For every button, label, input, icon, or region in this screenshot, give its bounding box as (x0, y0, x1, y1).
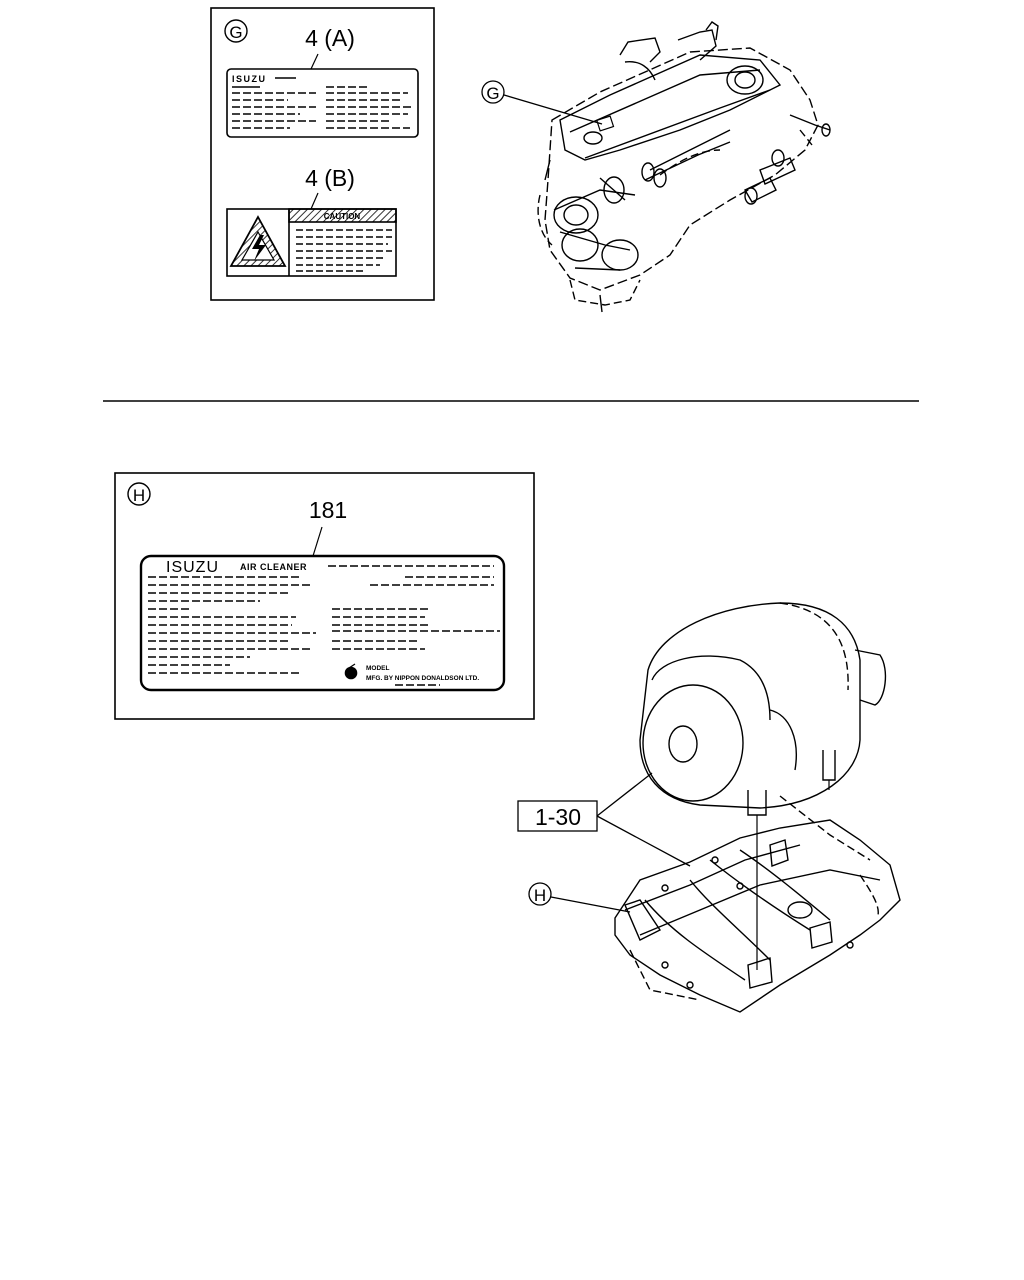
leader-4a (310, 53, 319, 70)
lightning-bolt-icon (252, 235, 266, 261)
label-detail-g (210, 7, 435, 301)
label-181-product: AIR CLEANER (240, 562, 307, 572)
part-label-4b: 4 (B) (305, 165, 355, 191)
engine-illustration (537, 21, 831, 313)
ref-label-1-30: 1-30 (535, 804, 581, 830)
label-detail-h (114, 472, 535, 720)
engine-callout-letter-g: G (486, 84, 499, 103)
ref-box-1-30 (517, 772, 691, 867)
leader-181 (312, 526, 323, 557)
engine-label-location-g (596, 115, 615, 132)
label-181-model-line: MODEL (366, 665, 390, 672)
label-181-plate (139, 554, 506, 692)
label-4a-body-lines (232, 77, 414, 129)
air-cleaner-illustration (614, 602, 901, 1013)
callout-letter-h: H (133, 486, 145, 505)
label-4a-brand: ISUZU (232, 74, 267, 84)
donaldson-logo-icon (344, 666, 358, 680)
label-181-mfg-line: MFG. BY NIPPON DONALDSON LTD. (366, 675, 479, 682)
callout-circle-h (127, 482, 151, 506)
floor-callout-h (528, 882, 631, 913)
engine-callout-g (481, 80, 603, 125)
label-4b-caution-heading: CAUTION (324, 212, 361, 221)
label-4a-plate (226, 68, 419, 138)
label-4b-body-lines (296, 229, 392, 272)
callout-circle-g (224, 19, 248, 43)
caution-hatch-band (288, 208, 397, 223)
label-181-brand: ISUZU (166, 559, 219, 576)
label-181-body-lines (148, 565, 500, 686)
detail-frame-h (114, 472, 535, 720)
floor-callout-letter-h: H (534, 886, 546, 905)
part-label-4a: 4 (A) (305, 25, 355, 51)
part-label-181: 181 (309, 497, 347, 523)
detail-frame-g (210, 7, 435, 301)
leader-4b (310, 192, 319, 210)
callout-letter-g: G (229, 23, 242, 42)
